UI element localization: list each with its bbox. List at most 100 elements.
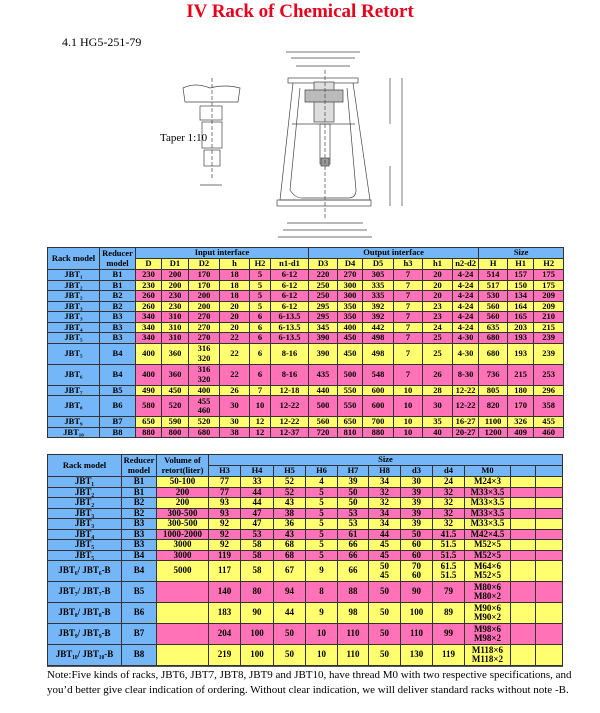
- volume-cell: [156, 623, 209, 645]
- header-size: Size: [478, 247, 565, 259]
- value-cell: 170: [188, 279, 220, 291]
- value-cell: 66: [337, 560, 369, 582]
- empty-cell: [510, 581, 536, 603]
- empty-cell: [510, 497, 536, 509]
- value-cell: 58: [240, 539, 274, 551]
- empty-cell: [535, 602, 563, 624]
- value-cell: 7: [249, 384, 271, 396]
- value-cell: 805: [478, 384, 509, 396]
- value-cell: 38: [273, 507, 306, 519]
- volume-cell: 50-100: [156, 476, 209, 488]
- taper-label: Taper 1:10: [160, 132, 208, 144]
- value-cell: 720: [308, 426, 339, 438]
- value-cell: 77: [208, 476, 241, 488]
- value-cell: 6-13.5: [269, 321, 310, 333]
- value-cell: 635: [478, 321, 509, 333]
- column-header-h1: H1: [507, 258, 535, 270]
- value-cell: 10: [393, 384, 424, 396]
- value-cell: 39: [400, 497, 433, 509]
- value-cell: M33×3.5: [464, 486, 511, 498]
- value-cell: 450: [161, 384, 189, 396]
- value-cell: 130: [400, 644, 433, 666]
- value-cell: 360: [161, 363, 189, 386]
- value-cell: 600: [362, 384, 395, 396]
- value-cell: 5: [305, 549, 338, 561]
- value-cell: 24: [422, 321, 454, 333]
- header-output-interface: Output interface: [308, 247, 480, 259]
- value-cell: 45: [368, 539, 401, 551]
- value-cell: 44: [240, 486, 274, 498]
- value-cell: 358: [533, 395, 565, 417]
- value-cell: 4-24: [452, 311, 480, 323]
- value-cell: 7: [393, 269, 424, 281]
- value-cell: 50: [368, 602, 401, 624]
- value-cell: 164: [507, 300, 535, 312]
- empty-cell: [535, 644, 563, 666]
- volume-cell: 3000: [156, 539, 209, 551]
- header-reducer-model: Reducer model: [121, 454, 157, 477]
- empty-cell: [535, 560, 563, 582]
- value-cell: 4-30: [452, 332, 480, 344]
- value-cell: 20: [422, 279, 454, 291]
- reducer-model-cell: B3: [121, 518, 157, 530]
- value-cell: 500: [337, 363, 364, 386]
- rack-model-cell: JBT₈/ JBT₈-B: [47, 602, 122, 624]
- reducer-model-cell: B4: [121, 560, 157, 582]
- empty-cell: [535, 507, 563, 519]
- value-cell: 60: [400, 549, 433, 561]
- empty-cell: [535, 518, 563, 530]
- value-cell: 392: [362, 311, 395, 323]
- value-cell: 390: [308, 332, 339, 344]
- value-cell: 210: [533, 311, 565, 323]
- value-cell: 260: [135, 290, 162, 302]
- rack-model-cell: JBT₂: [47, 290, 100, 302]
- value-cell: 20-27: [452, 426, 480, 438]
- column-header-d4: D4: [337, 258, 364, 270]
- column-header-m0: M0: [464, 465, 511, 477]
- value-cell: 26: [422, 363, 454, 386]
- value-cell: 26: [219, 384, 250, 396]
- value-cell: 18: [219, 269, 250, 281]
- value-cell: 50: [400, 528, 433, 540]
- value-cell: 61.5 51.5: [432, 560, 465, 582]
- rack-model-cell: JBT₅: [47, 539, 122, 551]
- value-cell: 94: [273, 581, 306, 603]
- value-cell: 200: [188, 300, 220, 312]
- reducer-model-cell: B3: [121, 539, 157, 551]
- value-cell: 5: [249, 279, 271, 291]
- value-cell: 270: [188, 311, 220, 323]
- rack-model-cell: JBT₂: [47, 497, 122, 509]
- value-cell: 9: [305, 560, 338, 582]
- reducer-model-cell: B6: [121, 602, 157, 624]
- value-cell: 30: [219, 395, 250, 417]
- rack-model-cell: JBT₇: [47, 384, 100, 396]
- empty-cell: [510, 602, 536, 624]
- value-cell: 548: [362, 363, 395, 386]
- section-heading: 4.1 HG5-251-79: [62, 35, 142, 49]
- header-volume: Volume of retort(liter): [156, 454, 209, 477]
- reducer-model-cell: B6: [99, 395, 136, 417]
- value-cell: 92: [208, 539, 241, 551]
- volume-cell: 300-500: [156, 507, 209, 519]
- value-cell: 25: [422, 342, 454, 365]
- value-cell: 32: [432, 507, 465, 519]
- value-cell: 170: [188, 269, 220, 281]
- rack-model-cell: JBT₁: [47, 269, 100, 281]
- value-cell: 50: [368, 623, 401, 645]
- value-cell: 4: [305, 476, 338, 488]
- column-header-h3: H3: [208, 465, 241, 477]
- column-header-d1: D1: [161, 258, 189, 270]
- value-cell: 93: [208, 507, 241, 519]
- retort-rack-drawing: [182, 51, 403, 238]
- rack-model-cell: JBT₄: [47, 321, 100, 333]
- value-cell: 7: [393, 279, 424, 291]
- value-cell: 6-12: [269, 300, 310, 312]
- value-cell: 40: [422, 426, 454, 438]
- value-cell: 8-16: [269, 363, 310, 386]
